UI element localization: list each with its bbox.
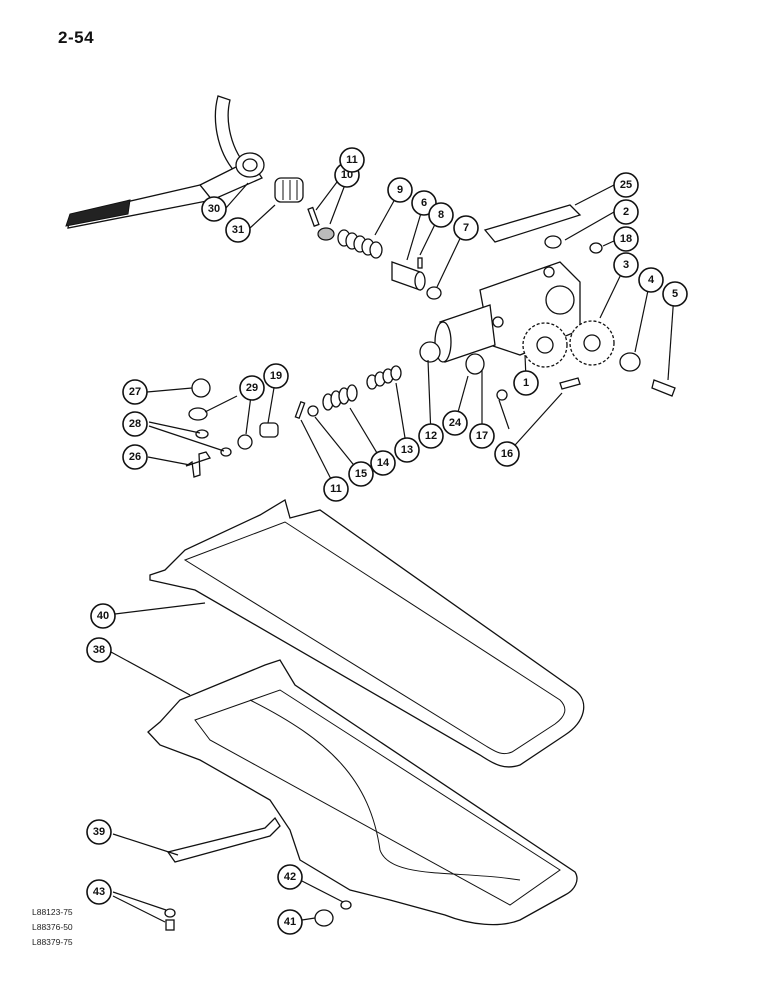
- callout-42: 42: [277, 864, 303, 890]
- svg-text:30: 30: [208, 203, 220, 215]
- svg-text:12: 12: [425, 430, 437, 442]
- svg-text:27: 27: [129, 386, 141, 398]
- svg-text:25: 25: [620, 179, 632, 191]
- svg-text:6: 6: [421, 197, 427, 209]
- callout-43: 43: [86, 879, 112, 905]
- callout-26: 26: [122, 444, 148, 470]
- callout-38: 38: [86, 637, 112, 663]
- plate-part: [483, 204, 582, 243]
- bushing-part: [544, 235, 562, 249]
- callout-14: 14: [370, 450, 396, 476]
- figure-reference: L88123-75: [32, 907, 73, 917]
- callout-16: 16: [494, 441, 520, 467]
- svg-text:1: 1: [523, 377, 529, 389]
- svg-text:42: 42: [284, 871, 296, 883]
- svg-text:39: 39: [93, 826, 105, 838]
- svg-text:7: 7: [463, 222, 469, 234]
- callout-18: 18: [613, 226, 639, 252]
- svg-text:5: 5: [672, 288, 678, 300]
- svg-text:13: 13: [401, 444, 413, 456]
- small-bolt-part: [165, 919, 175, 931]
- figure-reference: L88379-75: [32, 937, 73, 947]
- relief-valve-parts: [307, 206, 442, 300]
- callout-29: 29: [239, 375, 265, 401]
- page-number: 2-54: [58, 28, 95, 47]
- callout-2: 2: [613, 199, 639, 225]
- lower-valve-parts: [294, 341, 581, 420]
- callout-24: 24: [442, 410, 468, 436]
- svg-text:3: 3: [623, 259, 629, 271]
- fitting-part: [274, 177, 304, 203]
- callout-39: 39: [86, 819, 112, 845]
- svg-text:40: 40: [97, 610, 109, 622]
- svg-text:28: 28: [129, 418, 141, 430]
- callout-15: 15: [348, 461, 374, 487]
- svg-text:43: 43: [93, 886, 105, 898]
- svg-text:11: 11: [330, 483, 342, 495]
- suction-tube-part: [65, 95, 265, 229]
- callout-25: 25: [613, 172, 639, 198]
- callout-31: 31: [225, 217, 251, 243]
- svg-text:24: 24: [449, 417, 462, 429]
- callout-7: 7: [453, 215, 479, 241]
- svg-text:11: 11: [346, 154, 358, 166]
- callout-5: 5: [662, 281, 688, 307]
- svg-text:15: 15: [355, 468, 367, 480]
- callout-28: 28: [122, 411, 148, 437]
- washer-part: [340, 900, 352, 910]
- svg-text:2: 2: [623, 206, 629, 218]
- oil-pan-part: [147, 659, 578, 926]
- callout-3: 3: [613, 252, 639, 278]
- svg-text:16: 16: [501, 448, 513, 460]
- cap-part: [619, 352, 641, 372]
- svg-text:8: 8: [438, 209, 444, 221]
- svg-text:14: 14: [377, 457, 390, 469]
- callout-13: 13: [394, 437, 420, 463]
- figure-references: L88123-75 L88376-50 L88379-75: [32, 905, 73, 950]
- callout-19: 19: [263, 363, 289, 389]
- svg-text:38: 38: [93, 644, 105, 656]
- callout-11-lower: 11: [323, 476, 349, 502]
- callout-1: 1: [513, 370, 539, 396]
- fittings-group: [185, 378, 279, 478]
- callout-41: 41: [277, 909, 303, 935]
- drain-plug-part: [314, 909, 334, 927]
- figure-reference: L88376-50: [32, 922, 73, 932]
- svg-text:29: 29: [246, 382, 258, 394]
- callout-8: 8: [428, 202, 454, 228]
- callout-17: 17: [469, 423, 495, 449]
- svg-text:17: 17: [476, 430, 488, 442]
- callout-9: 9: [387, 177, 413, 203]
- svg-text:18: 18: [620, 233, 632, 245]
- small-washer-part: [164, 908, 176, 918]
- svg-text:9: 9: [397, 184, 403, 196]
- callout-30: 30: [201, 196, 227, 222]
- bracket-part: [166, 816, 281, 863]
- bolt-part: [651, 379, 676, 397]
- svg-text:26: 26: [129, 451, 141, 463]
- gasket-part: [149, 499, 585, 768]
- callout-12: 12: [418, 423, 444, 449]
- callout-40: 40: [90, 603, 116, 629]
- callout-11-upper: 11: [339, 147, 365, 173]
- svg-text:41: 41: [284, 916, 296, 928]
- gear-part: [569, 320, 615, 366]
- plug-part: [589, 242, 603, 254]
- callout-27: 27: [122, 379, 148, 405]
- svg-text:19: 19: [270, 370, 282, 382]
- svg-text:4: 4: [648, 274, 655, 286]
- oil-pump-body-part: [434, 261, 581, 368]
- svg-text:31: 31: [232, 224, 244, 236]
- callout-4: 4: [638, 267, 664, 293]
